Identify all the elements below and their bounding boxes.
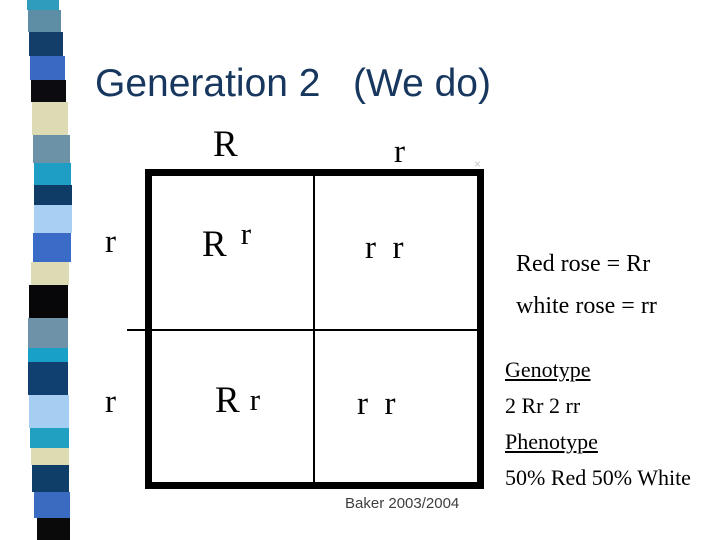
punnett-cell-r1c2: r r xyxy=(365,230,404,266)
ribbon-segment xyxy=(31,80,66,102)
punnett-cell-r2c2: r r xyxy=(357,386,396,422)
ribbon-segment xyxy=(27,0,59,10)
slide-title: Generation 2 (We do) xyxy=(95,62,491,105)
decorative-ribbon xyxy=(24,0,94,540)
ribbon-segment xyxy=(31,448,69,465)
phenotype-value: 50% Red 50% White xyxy=(505,465,691,490)
genotype-heading: Genotype xyxy=(505,357,591,382)
ribbon-segment xyxy=(28,348,68,362)
cell-r2c1-r: r xyxy=(249,382,261,417)
cell-r1c1-R: R xyxy=(202,224,227,265)
top-allele-label-r: r xyxy=(394,134,405,170)
ribbon-segment xyxy=(28,362,68,395)
ribbon-segment xyxy=(34,185,72,205)
cell-r2c1-R: R xyxy=(215,380,240,421)
stray-cross-mark: × xyxy=(474,157,482,171)
ribbon-segment xyxy=(28,10,61,32)
top-allele-label-R: R xyxy=(213,124,238,165)
punnett-horizontal-divider xyxy=(127,329,477,331)
row1-allele-label-r: r xyxy=(105,224,116,260)
ribbon-segment xyxy=(34,163,71,185)
row2-allele-label-r: r xyxy=(105,384,116,420)
author-caption: Baker 2003/2004 xyxy=(345,495,460,512)
ribbon-segment xyxy=(28,318,68,348)
note-white-rose: white rose = rr xyxy=(516,293,657,319)
genotype-value: 2 Rr 2 rr xyxy=(505,393,581,418)
ribbon-segment xyxy=(34,205,72,233)
ribbon-segment xyxy=(34,492,70,518)
ribbon-segment xyxy=(30,428,69,448)
ribbon-segment xyxy=(29,32,63,56)
ribbon-segment xyxy=(32,465,69,492)
ribbon-segment xyxy=(30,56,65,80)
phenotype-heading: Phenotype xyxy=(505,429,598,454)
ribbon-segment xyxy=(31,262,69,285)
ribbon-segment xyxy=(32,102,68,135)
note-red-rose: Red rose = Rr xyxy=(516,251,651,277)
ribbon-segment xyxy=(33,233,71,262)
ribbon-segment xyxy=(33,135,70,163)
cell-r1c1-r: r xyxy=(240,216,252,251)
ribbon-segment xyxy=(37,518,70,540)
ribbon-segment xyxy=(29,285,68,318)
ribbon-segment xyxy=(29,395,69,428)
